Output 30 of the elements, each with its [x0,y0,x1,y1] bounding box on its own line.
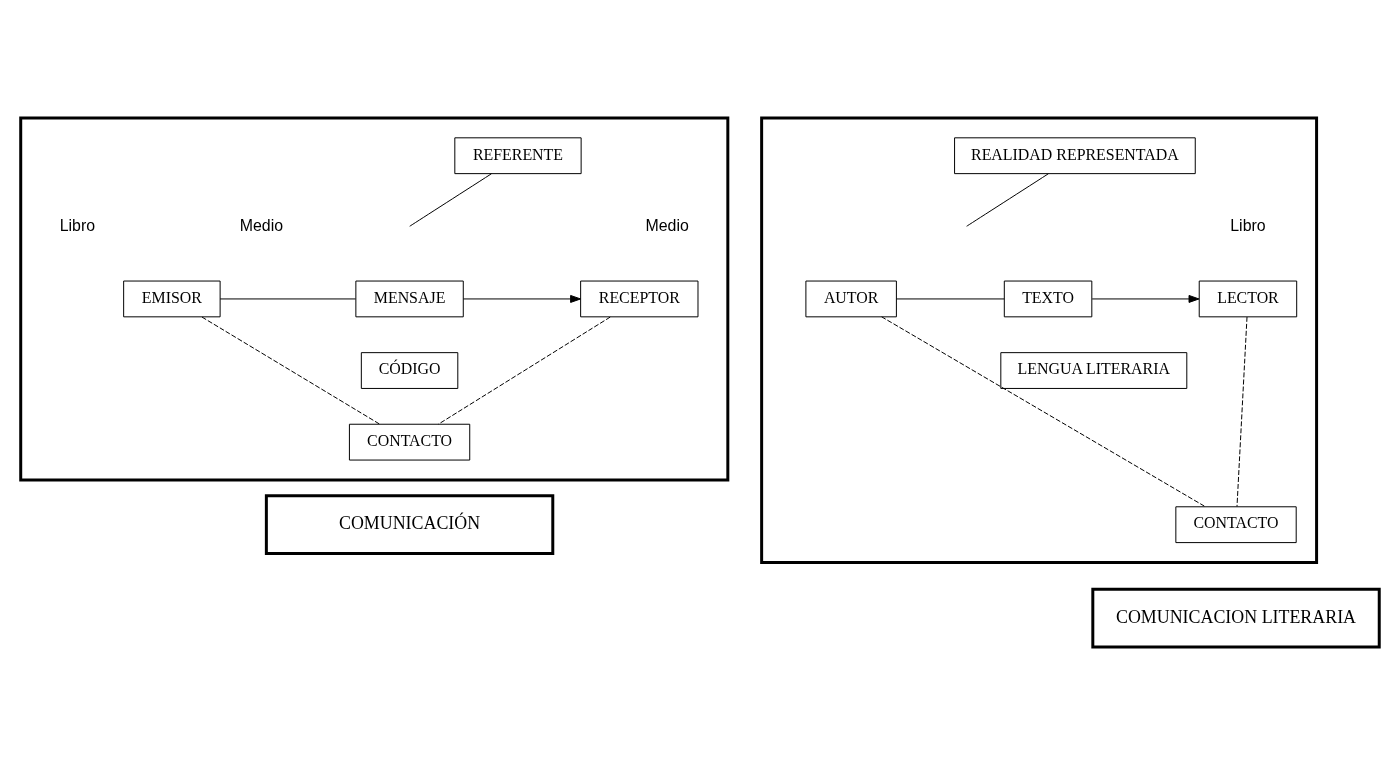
connector [437,316,611,425]
node-box: CONTACTO [348,423,471,461]
node-box: LECTOR [1198,280,1298,318]
connector [896,298,1005,300]
label: Medio [645,217,689,235]
node-box: LENGUA LITERARIA [1000,352,1188,389]
arrow [1091,294,1200,303]
node-box: RECEPTOR [580,280,699,318]
connector [1236,316,1248,507]
cluster [19,116,730,482]
node-box: REFERENTE [454,137,582,175]
node-box: AUTOR [805,280,897,318]
node-box: COMUNICACION LITERARIA [1091,587,1381,649]
label: Libro [1230,217,1266,235]
label: Medio [239,217,284,235]
connector [219,298,357,300]
label: Libro [59,217,96,235]
connector [966,173,1049,227]
cluster [760,116,1319,564]
connector [409,173,492,227]
node-box: CONTACTO [1175,506,1297,544]
node-box: CÓDIGO [360,352,459,389]
arrow [462,294,582,303]
connector [201,316,381,425]
connector [881,316,1206,508]
node-box: TEXTO [1003,280,1093,318]
node-box: MENSAJE [355,280,464,318]
node-box: EMISOR [123,280,221,318]
node-box: REALIDAD REPRESENTADA [954,137,1196,175]
node-box: COMUNICACIÓN [264,494,555,556]
